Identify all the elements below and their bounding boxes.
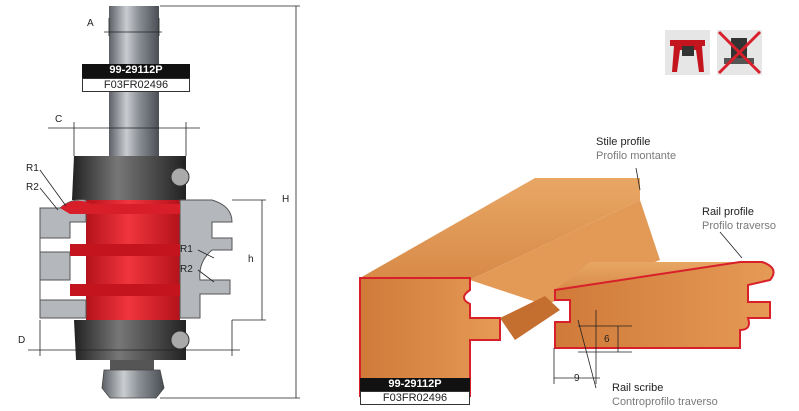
rail-end-grain — [554, 261, 775, 349]
dim-D-label: D — [18, 335, 26, 346]
bit-nut — [101, 369, 165, 399]
leader-rail-profile — [719, 231, 743, 259]
rail-workpiece — [554, 261, 775, 349]
dim-h-label: h — [248, 254, 254, 265]
rail-scribe-subtitle: Controprofilo traverso — [612, 396, 718, 408]
red-cutter-body — [86, 200, 180, 320]
router-table-motor — [682, 46, 694, 56]
cutter-tooth-top — [60, 200, 180, 214]
handheld-router-base — [724, 58, 754, 64]
dim-A-label: A — [87, 18, 94, 29]
stile-groove — [500, 296, 560, 340]
right-dimension-lines — [553, 167, 743, 389]
leader-R1-top — [39, 169, 67, 207]
cutter-tooth-lower — [70, 284, 180, 296]
leader-R1-mid — [197, 249, 215, 259]
left-product-code: 99-29112P — [82, 64, 190, 78]
router-bit-illustration — [39, 6, 233, 399]
stile-workpiece — [359, 178, 660, 397]
leader-R2-mid — [197, 269, 215, 283]
stile-profile-title: Stile profile — [596, 136, 651, 148]
rail-profile-outline — [179, 199, 233, 319]
leader-rail-scribe — [577, 319, 597, 389]
right-product-code: 99-29112P — [360, 378, 470, 391]
stile-profile-subtitle: Profilo montante — [596, 150, 677, 162]
stile-side-face — [470, 200, 660, 305]
router-table-legs — [672, 46, 704, 72]
cutter-tooth-middle — [70, 244, 180, 256]
dim-R1-top-label: R1 — [26, 163, 39, 174]
dim-H-label: H — [282, 194, 290, 205]
stile-top-face — [360, 178, 640, 280]
dim-6-label: 6 — [604, 334, 610, 345]
dim-R2-mid-label: R2 — [180, 264, 193, 275]
lower-bearing-body — [74, 320, 186, 360]
lower-bearing-ball — [170, 330, 190, 350]
dim-R2-top-label: R2 — [26, 182, 39, 193]
rail-profile-title: Rail profile — [702, 206, 754, 218]
leader-stile-profile — [635, 167, 641, 191]
dim-R1-mid-label: R1 — [180, 244, 193, 255]
stile-end-grain — [359, 277, 501, 397]
rail-profile-subtitle: Profilo traverso — [702, 220, 776, 232]
upper-bearing-body — [72, 156, 186, 200]
router-table-icon — [665, 30, 710, 75]
router-table-top — [670, 40, 705, 46]
stile-profile-outline — [39, 199, 87, 319]
dim-9-label: 9 — [574, 373, 580, 384]
rail-scribe-title: Rail scribe — [612, 382, 664, 394]
right-catalog-code: F03FR02496 — [360, 391, 470, 405]
arbor-collar — [110, 360, 154, 370]
left-dimension-lines — [28, 5, 300, 399]
upper-bearing-ball — [170, 167, 190, 187]
dim-C-label: C — [55, 114, 63, 125]
leader-R2-top — [39, 187, 59, 211]
left-catalog-code: F03FR02496 — [82, 78, 190, 92]
handheld-router-prohibited-icon — [717, 30, 762, 75]
prohibited-cross-b — [717, 30, 762, 75]
